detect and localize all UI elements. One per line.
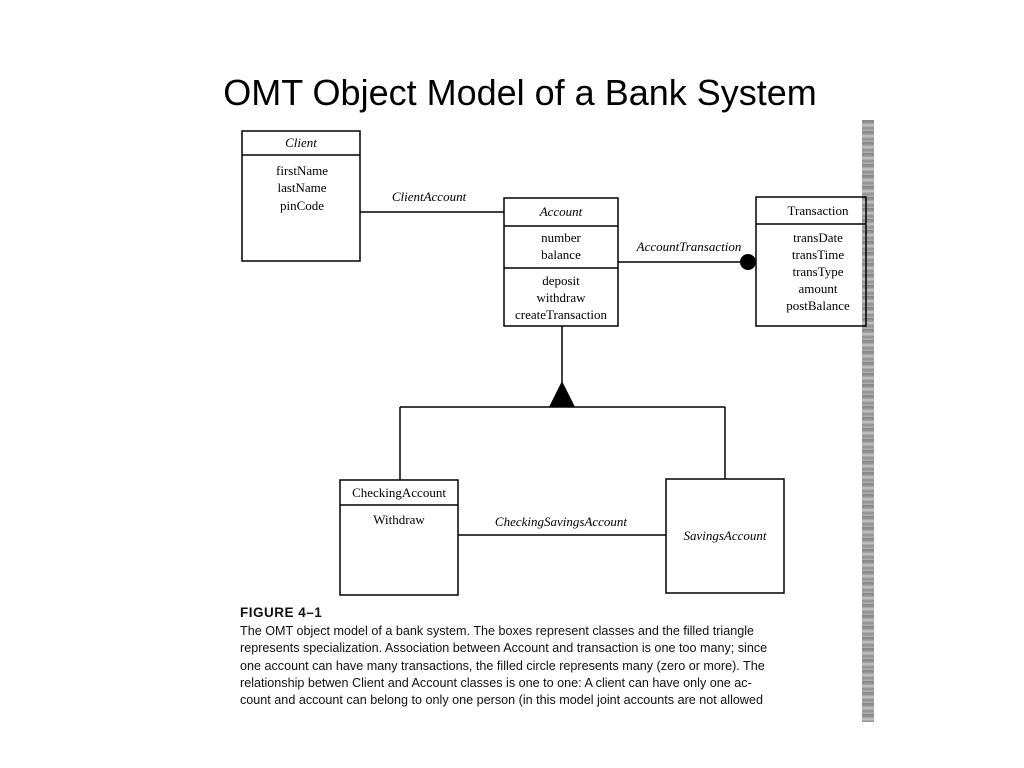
checking-savings-association-label: CheckingSavingsAccount — [495, 514, 628, 529]
caption-line: relationship betwen Client and Account c… — [240, 675, 752, 690]
client-attribute: firstName — [276, 163, 328, 178]
caption-line: one account can have many transactions, … — [240, 658, 765, 673]
many-multiplicity-dot — [740, 254, 756, 270]
scanned-page-edge — [862, 120, 874, 722]
caption-line: count and account can belong to only one… — [240, 693, 763, 708]
account-operation: withdraw — [536, 290, 586, 305]
checking-account-operation: Withdraw — [373, 512, 425, 527]
account-class-name: Account — [539, 204, 583, 219]
savings-account-class-name: SavingsAccount — [683, 528, 766, 543]
client-attribute: lastName — [277, 180, 326, 195]
client-account-association-label: ClientAccount — [392, 189, 467, 204]
specialization-triangle — [549, 381, 575, 407]
client-class-box — [241, 130, 361, 262]
figure-caption: FIGURE 4–1 The OMT object model of a ban… — [240, 604, 874, 709]
transaction-class-name: Transaction — [788, 203, 849, 218]
slide-title: OMT Object Model of a Bank System — [223, 72, 817, 113]
caption-line: The OMT object model of a bank system. T… — [240, 624, 755, 639]
account-transaction-association-label: AccountTransaction — [636, 239, 742, 254]
caption-line: represents specialization. Association b… — [240, 641, 768, 656]
checking-account-class-box — [339, 479, 459, 596]
account-attribute: balance — [541, 247, 581, 262]
client-attribute: pinCode — [280, 198, 324, 213]
transaction-attribute: transTime — [792, 247, 844, 262]
transaction-attribute: transDate — [793, 230, 843, 245]
account-attribute: number — [541, 230, 581, 245]
client-class-name: Client — [285, 135, 317, 150]
figure-label: FIGURE 4–1 — [240, 605, 323, 620]
checking-account-class-name: CheckingAccount — [352, 485, 446, 500]
transaction-attribute: transType — [792, 264, 843, 279]
transaction-attribute: amount — [799, 281, 838, 296]
transaction-attribute: postBalance — [786, 298, 850, 313]
account-operation: createTransaction — [515, 307, 607, 322]
account-operation: deposit — [542, 273, 580, 288]
transaction-class-box — [755, 196, 867, 327]
